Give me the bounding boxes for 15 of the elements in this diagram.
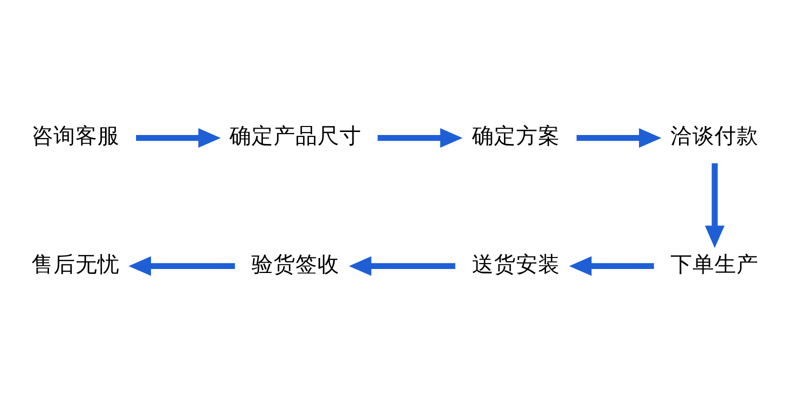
node-text: 确定产品尺寸: [230, 124, 362, 150]
arrow: [576, 128, 662, 148]
arrow: [378, 128, 463, 148]
node-text: 洽谈付款: [670, 124, 759, 150]
node-text: 送货安装: [472, 252, 560, 278]
node-text: 咨询客服: [31, 124, 120, 150]
node-text: 售后无忧: [31, 252, 120, 278]
arrow: [128, 256, 235, 276]
arrow: [348, 256, 456, 276]
arrow: [569, 256, 654, 276]
arrow: [136, 128, 221, 148]
node-text: 验货签收: [252, 252, 340, 278]
node-text: 下单生产: [670, 252, 759, 278]
arrow: [704, 163, 725, 248]
node-text: 确定方案: [472, 124, 560, 150]
